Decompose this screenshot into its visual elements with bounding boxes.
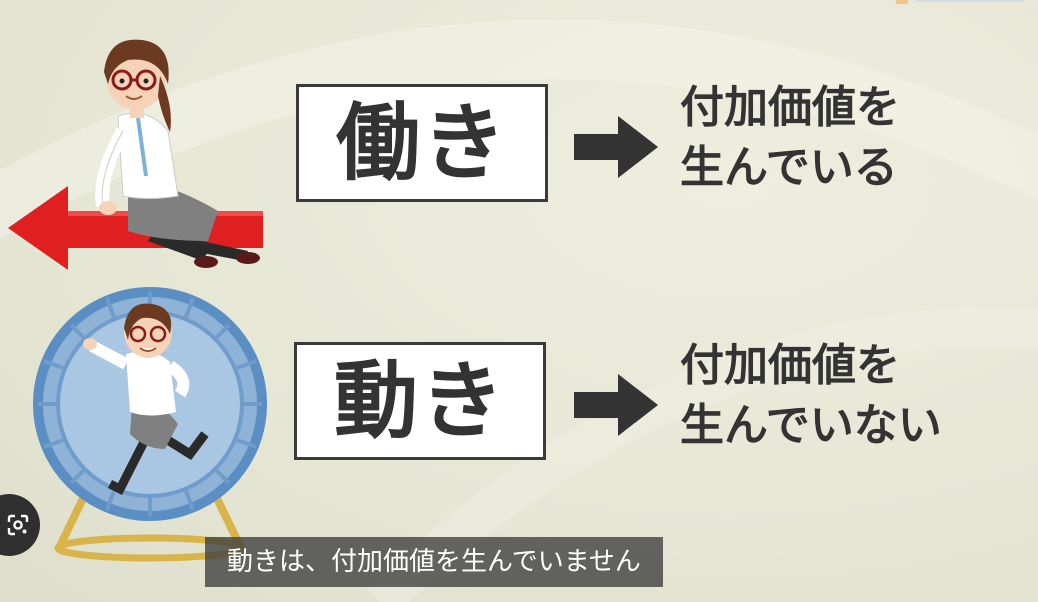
google-lens-icon [7,514,29,536]
row-ugoki: 動き 付加価値を 生んでいない [0,336,1038,471]
result-line-1: 付加価値を [680,340,900,391]
result-line-2: 生んでいない [680,400,942,451]
woman-in-hamster-wheel-illustration [33,287,267,562]
subtitle-caption: 動きは、付加価値を生んでいません [205,537,663,587]
ugoki-box: 動き [294,342,546,460]
row-hataraki: 働き 付加価値を 生んでいる [0,78,1038,213]
hataraki-result: 付加価値を 生んでいる [680,78,900,198]
hataraki-box: 働き [296,84,548,202]
result-line-2: 生んでいる [680,142,898,193]
ugoki-result: 付加価値を 生んでいない [680,336,942,456]
right-arrow-icon [574,116,658,178]
woman-on-red-arrow-illustration [8,39,263,270]
result-line-1: 付加価値を [680,82,900,133]
right-arrow-icon [574,374,658,436]
channel-watermark [890,0,1038,8]
